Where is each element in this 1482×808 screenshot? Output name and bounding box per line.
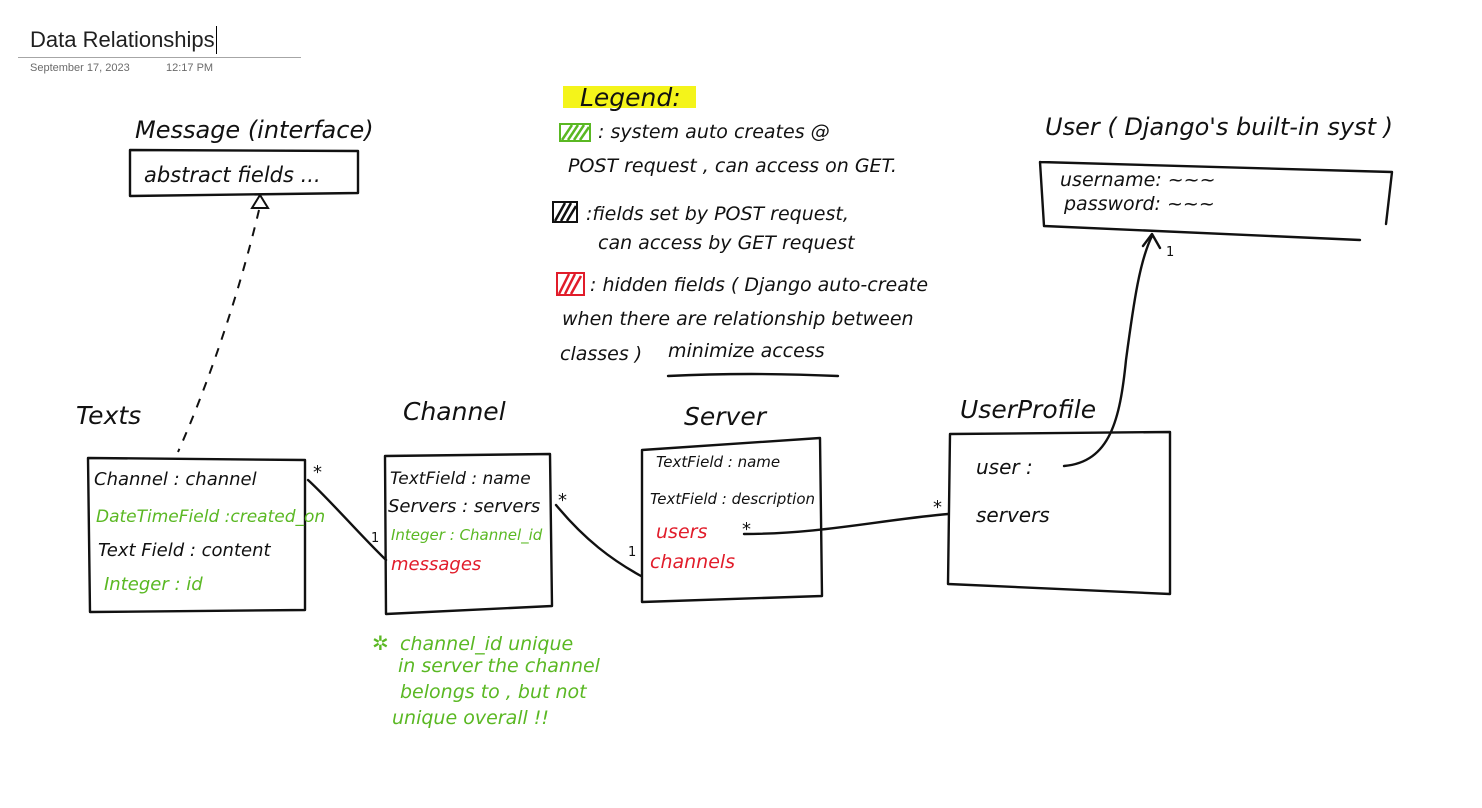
- texts-title: Texts: [76, 401, 141, 430]
- userprofile-user-link: [1062, 234, 1154, 468]
- user-password: password: ~~~: [1063, 193, 1215, 215]
- channel-field-name: TextField : name: [390, 469, 531, 489]
- message-title: Message (interface): [135, 116, 374, 144]
- note-line4: unique overall !!: [392, 707, 549, 729]
- channel-field-servers: Servers : servers: [388, 496, 540, 517]
- channel-title: Channel: [403, 397, 506, 426]
- user-username: username: ~~~: [1060, 169, 1216, 191]
- user-box: [1038, 160, 1394, 242]
- legend-green-swatch: [559, 123, 591, 142]
- legend-red-line2: when there are relationship between: [562, 308, 914, 330]
- channel-many-marker: *: [558, 490, 567, 511]
- note-star-icon: ✲: [372, 631, 389, 655]
- message-box: [128, 148, 360, 198]
- texts-field-id: Integer : id: [104, 574, 203, 595]
- server-title: Server: [684, 402, 768, 431]
- user-link-arrowhead: [1141, 232, 1162, 250]
- user-title: User ( Django's built-in syst ): [1045, 113, 1393, 141]
- server-field-description: TextField : description: [650, 490, 815, 508]
- server-one-marker: 1: [628, 545, 636, 560]
- texts-box: [86, 456, 307, 614]
- channel-field-messages: messages: [391, 554, 481, 575]
- texts-field-channel: Channel : channel: [94, 469, 257, 490]
- texts-many-marker: *: [313, 462, 322, 483]
- userprofile-title: UserProfile: [960, 395, 1096, 424]
- legend-red-line3: classes ): [560, 343, 642, 365]
- server-users-many-marker: *: [742, 519, 751, 540]
- note-line1: channel_id unique: [400, 633, 573, 655]
- legend-highlight: [563, 86, 696, 108]
- legend-title: Legend:: [580, 83, 681, 112]
- userprofile-many-marker: *: [933, 497, 942, 518]
- legend-underline: [666, 372, 840, 378]
- note-line3: belongs to , but not: [400, 681, 588, 703]
- inheritance-arrowhead: [250, 193, 270, 209]
- server-field-name: TextField : name: [656, 453, 780, 471]
- channel-box: [383, 452, 554, 616]
- userprofile-field-servers: servers: [976, 503, 1050, 527]
- texts-field-created-on: DateTimeField :created_on: [96, 507, 325, 527]
- page-title[interactable]: Data Relationships: [30, 26, 217, 54]
- legend-red-line1: : hidden fields ( Django auto-create: [590, 274, 928, 296]
- userprofile-field-user: user :: [976, 455, 1033, 479]
- texts-channel-link: [306, 478, 388, 562]
- title-divider: [18, 57, 301, 58]
- legend-red-underlined: minimize access: [668, 340, 825, 362]
- legend-black-swatch: [552, 201, 578, 223]
- message-fields: abstract fields ...: [144, 163, 321, 187]
- user-one-marker: 1: [1166, 245, 1174, 260]
- channel-field-channel-id: Integer : Channel_id: [391, 526, 543, 545]
- server-field-channels: channels: [650, 551, 735, 573]
- page-date: September 17, 2023: [30, 62, 130, 74]
- inheritance-dashed-line: [177, 209, 260, 453]
- server-userprofile-link: [742, 512, 950, 536]
- server-box: [640, 436, 824, 604]
- texts-field-content: Text Field : content: [98, 540, 271, 561]
- note-line2: in server the channel: [398, 655, 601, 677]
- legend-black-line1: :fields set by POST request,: [586, 203, 849, 225]
- legend-green-line2: POST request , can access on GET.: [568, 155, 897, 177]
- channel-one-marker: 1: [371, 531, 379, 546]
- legend-green-line1: : system auto creates @: [598, 121, 830, 143]
- userprofile-box: [946, 430, 1172, 596]
- server-field-users: users: [656, 521, 707, 543]
- legend-black-line2: can access by GET request: [598, 232, 856, 254]
- page-time: 12:17 PM: [166, 62, 214, 74]
- channel-server-link: [554, 503, 643, 578]
- legend-red-swatch: [556, 272, 585, 296]
